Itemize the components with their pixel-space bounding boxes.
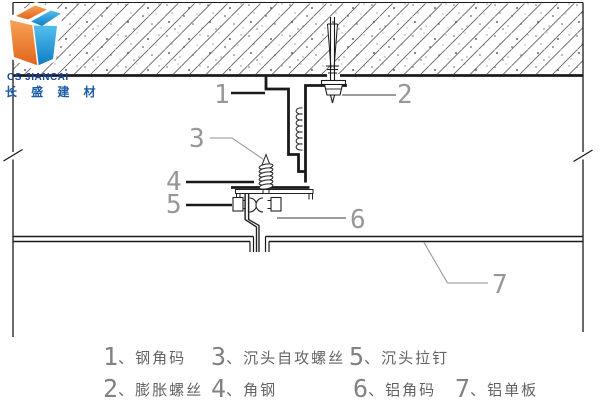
logo-cube: [7, 2, 64, 71]
legend-num: 2: [103, 374, 119, 403]
bolt-nut: [323, 83, 344, 96]
callout-5: 5: [166, 190, 182, 220]
callout-1: 1: [214, 80, 230, 110]
legend-label: 、铝角码: [368, 381, 437, 399]
aluminum-panel-right: [265, 235, 583, 243]
logo-ribbon-blue: [31, 10, 61, 26]
logo-face-orange: [10, 20, 38, 66]
legend-label: 、沉头自攻螺丝: [226, 349, 346, 367]
legend-label: 、膨胀螺丝: [118, 381, 204, 399]
panel-return-flanges: [244, 193, 260, 252]
rivet-head-left: [232, 196, 244, 212]
legend-item-7: 7、铝单板: [455, 376, 538, 401]
legend-label: 、钢角码: [118, 349, 187, 367]
leader-line-7: [423, 242, 488, 284]
leader-line-3: [210, 137, 266, 161]
legend-num: 6: [353, 374, 369, 403]
bolt-washer: [320, 79, 347, 86]
callout-3: 3: [189, 124, 205, 154]
legend-item-1: 1、钢角码: [103, 344, 186, 369]
aluminum-angle-flanges: [236, 193, 313, 200]
concrete-slab: [13, 1, 583, 77]
callout-2: 2: [397, 80, 413, 110]
logo-company-name-cn: 长 盛 建 材: [5, 85, 101, 99]
rivets: [232, 196, 282, 213]
break-symbol-left: [3, 148, 23, 162]
aluminum-panel: [13, 235, 583, 252]
legend-label: 、铝单板: [470, 381, 539, 399]
aluminum-angle-plate: [235, 189, 314, 194]
legend-num: 3: [211, 342, 227, 371]
aluminum-panel-left: [13, 235, 254, 243]
logo-face-blue: [33, 25, 57, 66]
legend-label: 、沉头拉钉: [364, 349, 450, 367]
legend-item-4: 4、角钢: [211, 376, 277, 401]
legend-item-2: 2、膨胀螺丝: [103, 376, 203, 401]
rivet-head-right: [270, 196, 282, 212]
bolt-tip: [329, 94, 336, 104]
callout-4: 4: [166, 167, 182, 197]
legend-item-5: 5、沉头拉钉: [349, 344, 449, 369]
steel-angle-profile: [264, 76, 305, 173]
self-tapping-screw: [258, 153, 274, 193]
legend-item-3: 3、沉头自攻螺丝: [211, 344, 345, 369]
legend-num: 5: [349, 342, 365, 371]
legend-item-6: 6、铝角码: [353, 376, 436, 401]
logo-company-name-en: CS JIANCAI: [7, 72, 69, 83]
legend-num: 4: [211, 374, 227, 403]
expansion-bolt: [320, 17, 347, 104]
callout-6: 6: [350, 205, 366, 235]
angle-steel-vertical-leg: [304, 84, 347, 183]
break-symbol-right: [573, 149, 593, 163]
callout-7: 7: [492, 270, 508, 300]
legend-num: 1: [103, 342, 119, 371]
legend-label: 、角钢: [226, 381, 278, 399]
legend-num: 7: [455, 374, 471, 403]
slot-thread: [295, 107, 303, 151]
logo-ribbon-orange: [16, 5, 47, 20]
